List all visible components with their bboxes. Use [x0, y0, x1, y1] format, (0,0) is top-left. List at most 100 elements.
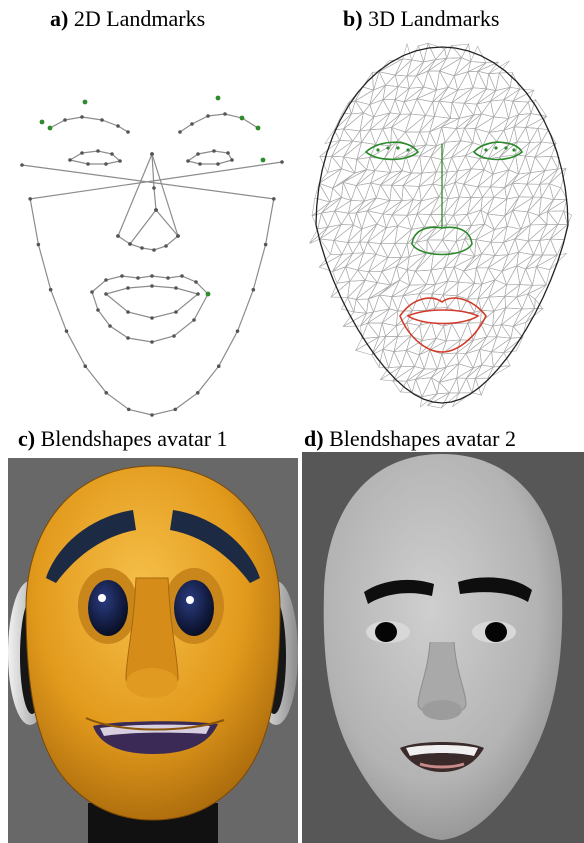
mesh-triangle — [530, 216, 547, 225]
mesh-triangle — [410, 271, 427, 285]
mesh-triangle — [443, 295, 457, 308]
mesh-triangle — [458, 271, 474, 283]
mesh-triangle — [447, 215, 458, 225]
caption-c-title: Blendshapes avatar 1 — [41, 426, 228, 451]
mesh-triangle — [340, 129, 353, 141]
mesh-triangle — [395, 226, 412, 244]
mesh-triangle — [464, 184, 478, 197]
mesh-triangle — [442, 127, 457, 142]
mesh-triangle — [382, 323, 396, 336]
mesh-triangle — [344, 129, 360, 141]
landmark-point — [174, 286, 178, 290]
mesh-triangle — [392, 173, 412, 186]
mesh-triangle — [476, 268, 488, 284]
landmark-point — [196, 391, 200, 395]
mesh-triangle — [331, 240, 342, 254]
mesh-triangle — [528, 212, 539, 225]
landmark-point — [63, 118, 67, 122]
mesh-triangle — [341, 213, 353, 225]
landmark-point — [126, 130, 130, 134]
mesh-triangle — [321, 211, 334, 227]
mesh-triangle — [468, 63, 486, 72]
mesh-triangle — [494, 296, 506, 311]
mesh-triangle — [403, 186, 419, 200]
mesh-triangle — [430, 127, 442, 146]
landmark-point — [190, 122, 194, 126]
mesh-triangle — [545, 156, 558, 170]
mesh-triangle — [386, 326, 398, 337]
mesh-triangle — [481, 297, 494, 311]
landmark-point — [140, 246, 144, 250]
mesh-triangle — [431, 157, 442, 172]
landmark-point — [226, 151, 230, 155]
landmark-point — [194, 280, 198, 284]
landmark-point — [150, 274, 154, 278]
mesh-triangle — [513, 308, 534, 326]
mesh-triangle — [402, 186, 413, 201]
landmark-point — [192, 318, 196, 322]
landmark-point — [86, 162, 90, 166]
mesh-triangle — [400, 102, 411, 114]
landmark-point — [196, 152, 200, 156]
mesh-triangle — [360, 312, 373, 326]
mesh-triangle — [437, 382, 449, 393]
mesh-triangle — [540, 239, 551, 255]
landmark-point — [152, 248, 156, 252]
mesh-triangle — [464, 89, 486, 104]
mesh-triangle — [420, 156, 431, 173]
landmark-point — [20, 163, 24, 167]
mesh-triangle — [445, 129, 461, 143]
landmark-point — [150, 340, 154, 344]
mesh-triangle — [412, 46, 424, 62]
landmark-point — [80, 115, 84, 119]
mesh-triangle — [436, 71, 448, 90]
landmark-point — [83, 364, 87, 368]
mesh-triangle — [465, 239, 476, 257]
mesh-triangle — [394, 350, 407, 366]
landmark-point — [37, 243, 41, 247]
landmark-point — [48, 126, 53, 131]
mesh-triangle — [525, 156, 535, 173]
right-eye-line — [188, 151, 232, 164]
mesh-triangle — [452, 323, 468, 340]
mesh-triangle — [528, 240, 540, 254]
mesh-triangle — [437, 354, 446, 369]
mesh-triangle — [453, 214, 467, 225]
mesh-triangle — [388, 244, 402, 258]
mesh-triangle — [526, 127, 538, 142]
landmark-point — [198, 162, 202, 166]
mesh-triangle — [375, 158, 391, 172]
landmark-point — [126, 310, 130, 314]
mesh-triangle — [509, 101, 519, 118]
mesh-triangle — [520, 269, 533, 285]
mesh-triangle — [457, 368, 473, 378]
mesh-triangle — [434, 101, 450, 118]
landmark-point — [104, 391, 108, 395]
nose-inner-right — [156, 210, 178, 236]
landmark-point — [120, 274, 124, 278]
landmark-point — [152, 186, 156, 190]
caption-b: b) 3D Landmarks — [343, 8, 499, 30]
landmark-point — [127, 408, 131, 412]
mesh-triangle — [454, 72, 468, 90]
mesh-triangle — [395, 75, 407, 87]
landmark-point — [230, 158, 234, 162]
mesh-triangle — [442, 157, 452, 172]
eye-landmark-point — [504, 146, 507, 149]
mesh-triangle — [439, 87, 458, 101]
mesh-triangle — [426, 132, 436, 146]
landmark-point — [128, 242, 132, 246]
mesh-triangle — [488, 199, 507, 216]
mesh-triangle — [538, 128, 549, 142]
mesh-triangle — [476, 224, 495, 240]
eye-landmark-point — [386, 146, 389, 149]
caption-c-letter: c) — [18, 426, 35, 451]
mesh-triangle — [367, 299, 374, 313]
landmarks-2d-figure — [10, 40, 294, 420]
mesh-triangle — [333, 267, 346, 284]
mesh-triangle — [430, 118, 451, 131]
mesh-triangle — [464, 103, 476, 115]
mesh-triangle — [431, 142, 445, 159]
landmark-point — [236, 329, 240, 333]
right-eye — [174, 580, 214, 636]
